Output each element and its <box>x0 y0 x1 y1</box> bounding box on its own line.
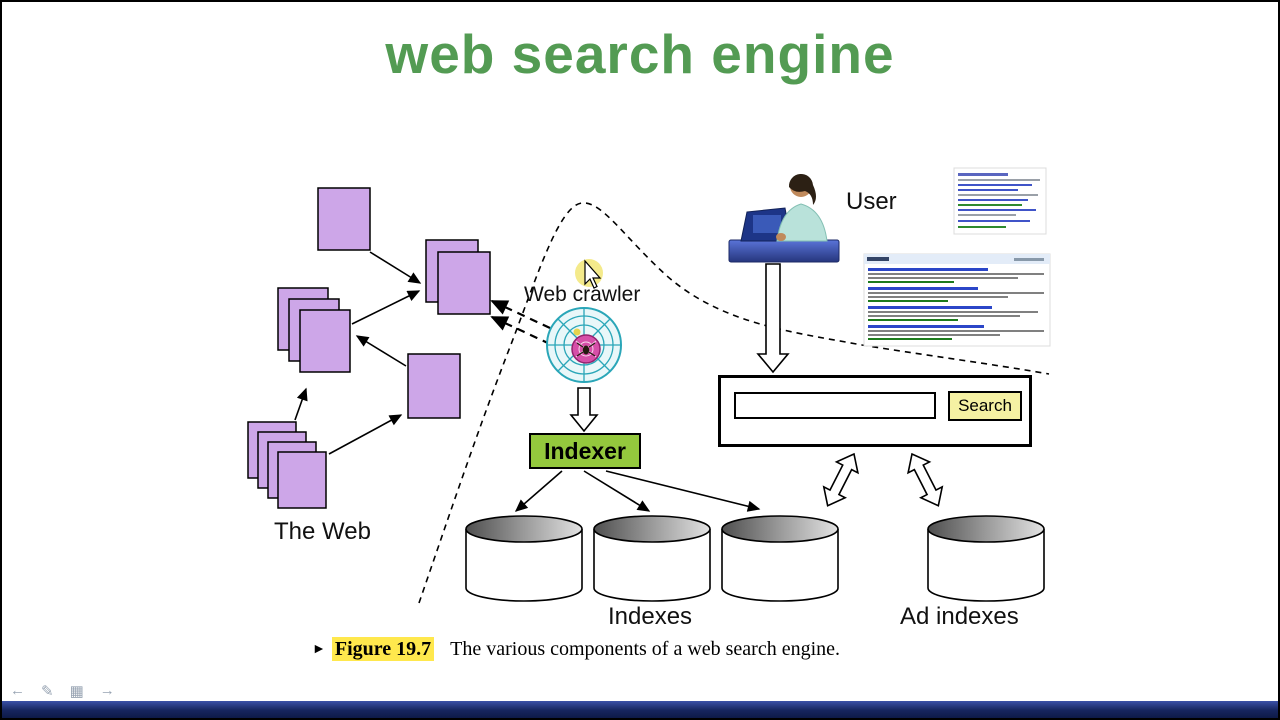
annotation-toolbar: ← ✎ ▦ → <box>10 682 115 700</box>
back-arrow-icon[interactable]: ← <box>10 682 25 699</box>
web-page <box>407 353 461 419</box>
double-arrow <box>822 452 860 507</box>
search-input[interactable] <box>734 392 936 419</box>
search-interface-panel: Search <box>718 375 1032 447</box>
search-results-thumbnail-small <box>953 167 1047 235</box>
screen-icon[interactable]: ▦ <box>69 683 84 700</box>
search-results-thumbnail-large <box>863 253 1051 347</box>
ad-index-cylinder <box>927 515 1045 602</box>
web-crawler-icon <box>546 307 622 383</box>
caption-figure-label: Figure 19.7 <box>331 637 435 661</box>
web-page <box>277 451 327 509</box>
index-cylinder-1 <box>465 515 583 602</box>
crawler-to-indexer-arrow <box>569 387 599 433</box>
forward-arrow-icon[interactable]: → <box>99 682 115 699</box>
web-crawler-label: Web crawler <box>524 283 641 306</box>
web-page <box>437 251 491 315</box>
user-label: User <box>846 188 897 215</box>
user-illustration <box>728 173 840 263</box>
user-to-search-arrow <box>756 263 790 374</box>
index-cylinders <box>465 515 1045 602</box>
crawl-fetch-arrows <box>490 300 551 345</box>
indexer-output-arrows <box>514 470 761 512</box>
indexes-label: Indexes <box>608 603 693 630</box>
index-cylinder-2 <box>593 515 711 602</box>
caption-text: The various components of a web search e… <box>450 638 841 660</box>
bottom-bar <box>2 701 1278 718</box>
spider-icon <box>582 345 590 355</box>
boundary-dashed-curve <box>418 202 1050 604</box>
ad-indexes-label: Ad indexes <box>900 603 1019 630</box>
figure-caption: ► Figure 19.7 The various components of a … <box>312 637 841 661</box>
web-page <box>299 309 351 373</box>
web-pages-cluster <box>247 187 491 509</box>
caption-marker-icon: ► <box>312 642 326 657</box>
query-index-arrows <box>822 452 944 507</box>
index-cylinder-3 <box>721 515 839 602</box>
the-web-label: The Web <box>274 518 371 545</box>
double-arrow <box>906 452 944 507</box>
search-button[interactable]: Search <box>948 391 1022 421</box>
pen-icon[interactable]: ✎ <box>41 683 54 700</box>
page-title: web search engine <box>385 23 895 85</box>
web-link-arrows <box>294 251 422 455</box>
mouse-cursor-icon <box>584 259 602 289</box>
web-page <box>317 187 371 251</box>
indexer-box: Indexer <box>529 433 641 469</box>
